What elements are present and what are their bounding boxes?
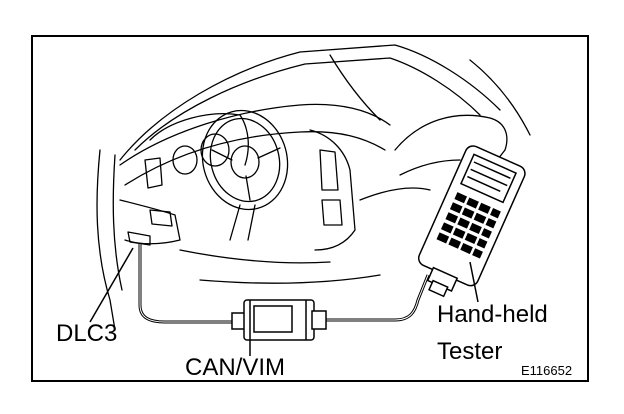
center-console (309, 129, 356, 251)
can-vim-module (231, 299, 327, 341)
steering-wheel (201, 109, 289, 211)
label-tester: Tester (437, 338, 503, 365)
dlc3-socket (127, 231, 151, 246)
figure-code: E116652 (521, 363, 573, 378)
label-dlc3: DLC3 (56, 320, 118, 347)
leader-tester (469, 261, 479, 303)
windshield-outline (119, 44, 501, 161)
label-can-vim: CAN/VIM (185, 354, 286, 381)
label-hand-held: Hand-held (437, 301, 548, 328)
cable-dlc3-to-vim (138, 244, 232, 324)
dashboard-top (119, 103, 391, 166)
hand-held-tester (417, 145, 526, 298)
instrument-hood (149, 113, 249, 166)
leader-dlc3 (89, 247, 134, 323)
a-pillar (96, 149, 116, 331)
